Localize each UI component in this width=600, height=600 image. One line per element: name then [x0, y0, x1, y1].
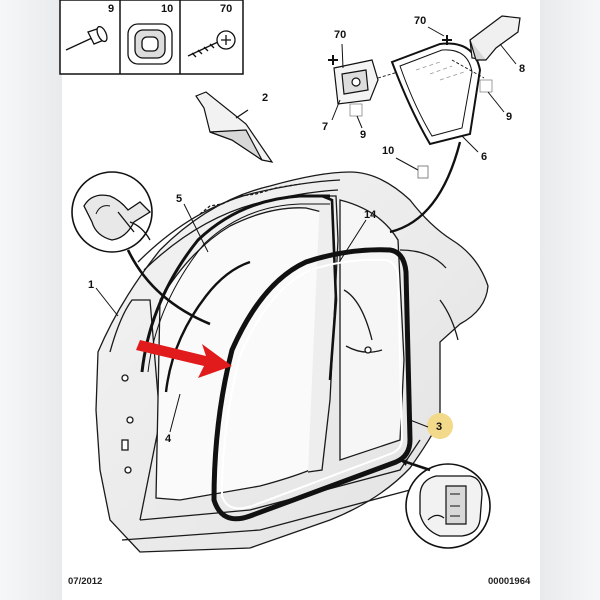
- window-pad: [479, 79, 493, 93]
- part-5-top-channel: [140, 194, 330, 373]
- grommet-icon: [127, 23, 173, 65]
- callout-70b: 70: [414, 15, 426, 27]
- clip-pad: [349, 103, 363, 117]
- screw-icon: [187, 30, 236, 58]
- car-body-side: [95, 171, 489, 553]
- callout-6: 6: [481, 151, 487, 163]
- seal-profile-detail-bottom: [405, 463, 491, 549]
- grommet-small: [417, 165, 429, 179]
- part-2-bracket: [195, 91, 274, 163]
- callout-7: 7: [322, 121, 328, 133]
- callout-8: 8: [519, 63, 525, 75]
- callout-5: 5: [176, 193, 182, 205]
- parts-box-label-9: 9: [108, 3, 114, 15]
- quarter-glass-leader: [389, 141, 462, 234]
- callout-70a: 70: [334, 29, 346, 41]
- callout-4: 4: [165, 433, 172, 445]
- callout-1: 1: [88, 279, 94, 291]
- footer-ref: 00001964: [488, 576, 531, 587]
- red-direction-arrow: [136, 340, 232, 378]
- screw-marker-icon: [328, 55, 338, 65]
- part-14-pillar-seal: [321, 194, 338, 381]
- parts-box: 9 10 70: [59, 0, 244, 75]
- callout-9a: 9: [360, 129, 366, 141]
- screw-marker-icon: [442, 35, 452, 45]
- parts-box-label-70: 70: [220, 3, 232, 15]
- part-3-door-seal: [211, 247, 413, 522]
- part-8-bracket: [469, 15, 521, 61]
- seal-profile-detail-top: [71, 171, 153, 253]
- part-4-lower-channel: [164, 260, 251, 393]
- rivet-icon: [65, 25, 108, 51]
- callout-3: 3: [436, 421, 442, 433]
- detail-top-leader: [126, 249, 211, 326]
- callout-9b: 9: [506, 111, 512, 123]
- callout-10: 10: [382, 145, 394, 157]
- callout-3-highlight: [427, 413, 453, 439]
- footer-date: 07/2012: [68, 576, 102, 587]
- part-7-clip: [333, 59, 379, 105]
- part-6-quarter-glass: [390, 42, 482, 146]
- callout-14: 14: [364, 209, 377, 221]
- callout-2: 2: [262, 92, 268, 104]
- parts-box-label-10: 10: [161, 3, 173, 15]
